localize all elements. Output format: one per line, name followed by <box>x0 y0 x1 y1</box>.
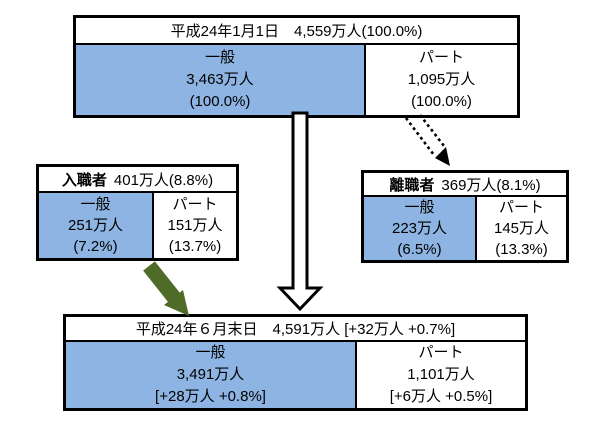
general-count: 3,463万人 <box>186 71 254 88</box>
total-june-general-cell: 一般 3,491万人 [+28万人 +0.8%] <box>66 342 357 408</box>
leavers-dotted-arrow-icon <box>404 114 450 166</box>
entrants-green-arrow-icon <box>143 261 189 316</box>
general-label: 一般 <box>195 344 226 361</box>
general-count: 223万人 <box>391 220 448 237</box>
entrants-title: 入職者 401万人(8.8%) <box>39 167 236 193</box>
entrants-title-label: 入職者 <box>61 171 107 189</box>
leavers-box: 離職者 369万人(8.1%) 一般 223万人 (6.5%) パート 145万… <box>361 170 569 263</box>
general-percent: (100.0%) <box>189 93 251 110</box>
total-january-part-cell: パート 1,095万人 (100.0%) <box>366 45 517 115</box>
total-january-cells: 一般 3,463万人 (100.0%) パート 1,095万人 (100.0%) <box>76 45 517 115</box>
total-june-part-cell: パート 1,101万人 [+6万人 +0.5%] <box>357 342 525 408</box>
part-percent: (13.7%) <box>168 238 222 255</box>
general-label: 一般 <box>80 196 111 213</box>
total-january-box: 平成24年1月1日 4,559万人(100.0%) 一般 3,463万人 (10… <box>73 15 520 118</box>
total-june-title: 平成24年６月末日 4,591万人 [+32万人 +0.7%] <box>66 317 525 342</box>
entrants-title-value: 401万人(8.8%) <box>113 171 214 189</box>
part-count: 1,095万人 <box>407 71 476 88</box>
part-label: パート <box>172 196 218 213</box>
general-label: 一般 <box>204 49 235 66</box>
total-january-title: 平成24年1月1日 4,559万人(100.0%) <box>76 18 517 45</box>
general-count: 251万人 <box>67 217 124 234</box>
leavers-title: 離職者 369万人(8.1%) <box>364 173 566 197</box>
part-count: 145万人 <box>493 220 550 237</box>
total-june-cells: 一般 3,491万人 [+28万人 +0.8%] パート 1,101万人 [+6… <box>66 342 525 408</box>
general-percent: (6.5%) <box>397 241 442 258</box>
leavers-general-cell: 一般 223万人 (6.5%) <box>364 197 477 260</box>
part-count: 1,101万人 <box>407 366 475 383</box>
entrants-cells: 一般 251万人 (7.2%) パート 151万人 (13.7%) <box>39 193 236 258</box>
main-flow-arrow-icon <box>276 111 324 312</box>
general-label: 一般 <box>404 199 435 216</box>
general-count: 3,491万人 <box>176 366 245 383</box>
part-label: パート <box>418 344 464 361</box>
entrants-part-cell: パート 151万人 (13.7%) <box>154 193 236 258</box>
leavers-title-label: 離職者 <box>389 176 435 194</box>
leavers-cells: 一般 223万人 (6.5%) パート 145万人 (13.3%) <box>364 197 566 260</box>
total-january-general-cell: 一般 3,463万人 (100.0%) <box>76 45 366 115</box>
entrants-box: 入職者 401万人(8.8%) 一般 251万人 (7.2%) パート 151万… <box>36 164 239 261</box>
leavers-title-value: 369万人(8.1%) <box>441 176 541 194</box>
part-change: [+6万人 +0.5%] <box>389 388 493 405</box>
entrants-general-cell: 一般 251万人 (7.2%) <box>39 193 154 258</box>
leavers-part-cell: パート 145万人 (13.3%) <box>477 197 566 260</box>
part-label: パート <box>498 199 544 216</box>
part-label: パート <box>418 49 464 66</box>
part-percent: (13.3%) <box>495 241 548 258</box>
part-percent: (100.0%) <box>411 93 472 110</box>
total-june-box: 平成24年６月末日 4,591万人 [+32万人 +0.7%] 一般 3,491… <box>63 314 528 411</box>
general-percent: (7.2%) <box>73 238 118 255</box>
general-change: [+28万人 +0.8%] <box>155 388 266 405</box>
part-count: 151万人 <box>167 217 223 234</box>
